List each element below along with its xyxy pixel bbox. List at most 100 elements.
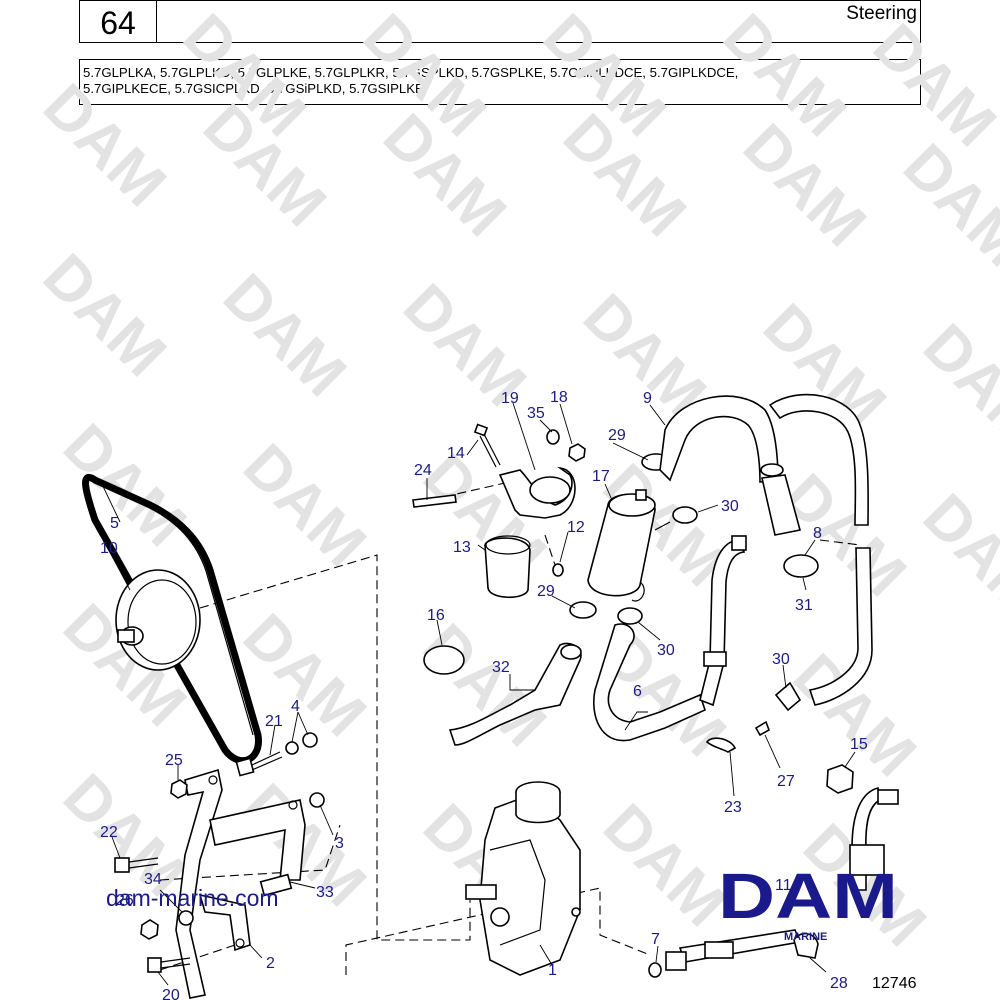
- model-list: 5.7GLPLKA, 5.7GLPLKD, 5.7GLPLKE, 5.7GLPL…: [79, 59, 921, 105]
- watermark: DAM: [770, 461, 919, 610]
- callout-32: 32: [492, 659, 510, 676]
- rubber-sleeve-13: [484, 537, 531, 599]
- alignment-line: [819, 539, 861, 546]
- nut-12: [552, 563, 564, 577]
- pump-reservoir: [515, 792, 561, 824]
- pulley-rim: [127, 579, 197, 665]
- callout-7: 7: [651, 931, 660, 948]
- watermark: DAM: [230, 431, 379, 580]
- drive-belt-inner-edge: [98, 483, 254, 736]
- callout-31: 31: [795, 597, 813, 614]
- callout-8: 8: [813, 525, 822, 542]
- line-fitting: [849, 844, 885, 876]
- drawing-number: 12746: [872, 975, 917, 992]
- hose-8: [808, 547, 873, 706]
- pump-bolt: [571, 907, 581, 917]
- washer-4: [302, 732, 318, 748]
- hose-clamp-16: [423, 645, 465, 675]
- mounting-clamp-ring: [529, 476, 571, 504]
- watermark: DAM: [910, 481, 1000, 630]
- hose-clamp-23: [705, 737, 737, 753]
- bracket-hole: [235, 938, 245, 948]
- pump-fitting: [490, 907, 510, 927]
- bracket-arm: [209, 799, 306, 881]
- nut-25: [170, 779, 188, 799]
- washer-35: [546, 429, 560, 445]
- callout-13: 13: [453, 539, 471, 556]
- callout-2: 2: [266, 955, 275, 972]
- callout-1: 1: [548, 962, 557, 979]
- bracket-lower-plate: [198, 893, 251, 952]
- bolt-14: [473, 423, 501, 468]
- watermark: DAM: [210, 261, 359, 410]
- callout-3: 3: [335, 835, 344, 852]
- callout-25: 25: [165, 752, 183, 769]
- callout-14: 14: [447, 445, 465, 462]
- callout-15: 15: [850, 736, 868, 753]
- fluid-cooler-port: [635, 489, 647, 501]
- website-watermark: dam-marine.com: [106, 885, 279, 911]
- washer-34: [178, 910, 194, 926]
- alignment-line: [544, 534, 556, 566]
- logo-subtitle: MARINE: [784, 931, 827, 942]
- stud-24: [412, 494, 457, 508]
- line-fitting: [877, 789, 899, 805]
- dam-marine-logo: DAM MARINE: [718, 866, 898, 942]
- washer-3: [309, 792, 325, 808]
- callout-19: 19: [501, 390, 519, 407]
- nut-18: [568, 443, 586, 462]
- callout-12: 12: [567, 519, 585, 536]
- hose-clamp-30: [617, 607, 643, 625]
- hose-9-opening: [760, 463, 784, 477]
- mounting-bracket: [175, 768, 223, 999]
- page-number: 64: [80, 1, 157, 42]
- hose-32-end: [560, 644, 582, 660]
- watermark: DAM: [590, 791, 739, 940]
- line-fitting: [703, 651, 727, 667]
- pump-shaft: [465, 884, 497, 900]
- callout-9: 9: [643, 390, 652, 407]
- line-fitting: [704, 941, 734, 959]
- callout-29b: 29: [537, 583, 555, 600]
- rubber-sleeve-opening: [485, 535, 531, 555]
- watermark: DAM: [910, 311, 1000, 460]
- callout-23: 23: [724, 799, 742, 816]
- callout-18: 18: [550, 389, 568, 406]
- alignment-line: [345, 887, 651, 975]
- hose-clamp-31: [783, 554, 819, 578]
- fluid-cooler-outlet: [631, 521, 671, 602]
- callout-10: 10: [100, 540, 118, 557]
- callout-21: 21: [265, 713, 283, 730]
- page-header: 64 Steering: [79, 0, 921, 43]
- hose-clamp-29: [569, 601, 597, 619]
- callout-27: 27: [777, 773, 795, 790]
- callout-20: 20: [162, 987, 180, 1000]
- o-ring-7: [648, 962, 662, 978]
- hose-clamp-30: [672, 506, 698, 524]
- callout-24: 24: [414, 462, 432, 479]
- callout-30c: 30: [772, 651, 790, 668]
- watermark: DAM: [30, 71, 179, 220]
- callout-4: 4: [291, 698, 300, 715]
- bracket-hole: [288, 800, 298, 810]
- callout-33: 33: [316, 884, 334, 901]
- hose-clamp-28: [793, 932, 819, 959]
- callout-29a: 29: [608, 427, 626, 444]
- callout-11: 11: [775, 877, 792, 894]
- callout-34: 34: [144, 871, 162, 888]
- callout-30a: 30: [721, 498, 739, 515]
- callout-30b: 30: [657, 642, 675, 659]
- bolt-22: [114, 857, 159, 873]
- watermark: DAM: [410, 611, 559, 760]
- watermark: DAM: [860, 11, 1000, 160]
- watermark: DAM: [890, 131, 1000, 280]
- hose-clamp-30: [774, 681, 802, 712]
- fluid-cooler-top: [608, 493, 656, 517]
- watermark: DAM: [30, 241, 179, 390]
- nut-15: [826, 764, 854, 794]
- alignment-line: [159, 939, 251, 971]
- bolt-20: [147, 957, 191, 973]
- alignment-line: [199, 554, 471, 941]
- logo-wordmark: DAM: [718, 866, 898, 932]
